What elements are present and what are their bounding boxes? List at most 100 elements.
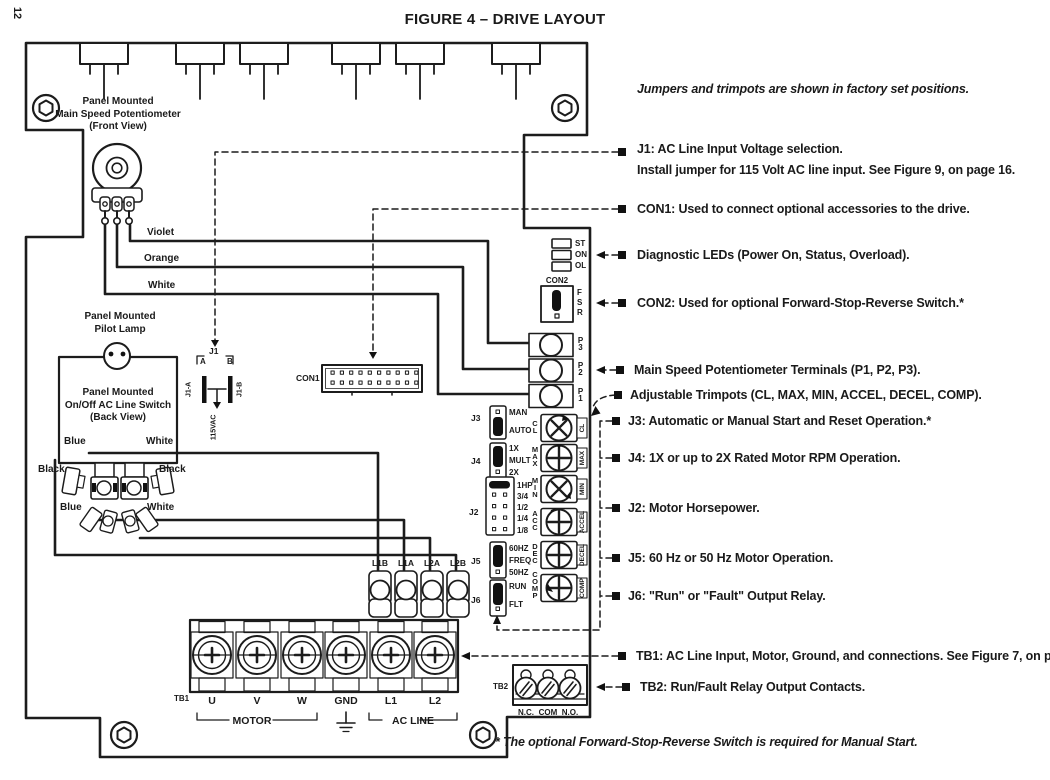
- tb1-l2-label: L2: [428, 695, 442, 707]
- j4-opt-2x: 2X: [509, 468, 519, 477]
- callout-lines: [214, 151, 623, 688]
- tb1-label: TB1: [174, 694, 190, 703]
- tb2-label: TB2: [493, 682, 509, 691]
- tb2-nc-label: N.C.: [518, 708, 534, 717]
- pot-wires: [103, 223, 550, 396]
- j6-jumper: [489, 579, 507, 617]
- switch-label: Panel Mounted On/Off AC Line Switch (Bac…: [64, 387, 172, 423]
- quick-connect-terminals: [368, 570, 470, 618]
- j3-opt-man: MAN: [509, 408, 528, 417]
- j5-opt-freq: FREQ: [509, 556, 532, 565]
- j5-label: J5: [471, 556, 481, 566]
- j5-jumper: [489, 541, 507, 579]
- j4-opt-1x: 1X: [509, 444, 519, 453]
- terminal-l1a-label: L1A: [397, 558, 415, 568]
- j1-bar-b-label: J1-B: [236, 381, 244, 397]
- potentiometer-symbol: [91, 142, 143, 226]
- j3-opt-auto: AUTO: [509, 426, 532, 435]
- trimpot-min-stack: MIN: [530, 476, 540, 497]
- footnote: * The optional Forward-Stop-Reverse Swit…: [495, 735, 918, 749]
- terminal-l2b-label: L2B: [449, 558, 467, 568]
- annotation-con1: CON1: Used to connect optional accessori…: [637, 202, 970, 216]
- annotation-j6: J6: "Run" or "Fault" Output Relay.: [628, 589, 826, 603]
- trimpot-comp-side: COMP: [578, 578, 586, 598]
- annotation-con2: CON2: Used for optional Forward-Stop-Rev…: [637, 296, 964, 310]
- tb2-no-label: N.O.: [561, 708, 579, 717]
- switch-blue-top: Blue: [64, 436, 86, 447]
- annotation-tb2: TB2: Run/Fault Relay Output Contacts.: [640, 680, 866, 694]
- pilot-lamp-label: Panel Mounted Pilot Lamp: [84, 311, 156, 335]
- annotation-j1-line2: Install jumper for 115 Volt AC line inpu…: [637, 163, 1016, 177]
- terminal-l1b-label: L1B: [371, 558, 389, 568]
- j6-opt-flt: FLT: [509, 600, 524, 609]
- p2-label: P2: [576, 361, 585, 375]
- tb1-w-label: W: [297, 695, 307, 707]
- con2-pin-f: F: [577, 288, 582, 297]
- con1-label: CON1: [296, 373, 320, 383]
- j4-jumper: [489, 442, 507, 479]
- switch-black-left: Black: [38, 464, 65, 475]
- switch-blue-bottom: Blue: [60, 502, 82, 513]
- switch-assembly-symbol: [57, 342, 179, 534]
- tb2-block: [512, 664, 588, 706]
- trimpot-max-stack: MAX: [530, 445, 540, 466]
- tb1-v-label: V: [253, 695, 261, 707]
- j1-voltage-label: 115VAC: [210, 414, 218, 441]
- j4-label: J4: [471, 456, 481, 466]
- top-tabs: [79, 42, 541, 100]
- j2-label: J2: [469, 507, 479, 517]
- pot-label: Panel Mounted Main Speed Potentiometer (…: [55, 96, 181, 132]
- tb1-motor-group-label: MOTOR: [232, 715, 272, 727]
- j3-label: J3: [471, 413, 481, 423]
- annotation-j5: J5: 60 Hz or 50 Hz Motor Operation.: [628, 551, 834, 565]
- j2-jumper: [485, 476, 515, 536]
- con2-label: CON2: [545, 276, 569, 285]
- p3-label: P3: [576, 336, 585, 350]
- tb1-acline-group-label: AC LINE: [392, 715, 434, 727]
- annotation-pot-terminals: Main Speed Potentiometer Terminals (P1, …: [634, 363, 921, 377]
- annotation-j1-line1: J1: AC Line Input Voltage selection.: [637, 142, 843, 156]
- led-ol-label: OL: [575, 261, 587, 270]
- jumper-blocks: [485, 405, 515, 617]
- switch-white-top: White: [146, 436, 174, 447]
- tb1-l1-label: L1: [384, 695, 398, 707]
- j2-opt-14: 1/4: [517, 514, 529, 523]
- switch-white-bottom: White: [147, 502, 175, 513]
- j2-opt-12: 1/2: [517, 503, 529, 512]
- wire-label-white: White: [148, 280, 176, 291]
- j1-label: J1: [209, 346, 219, 356]
- j1-pin-b: B: [227, 357, 233, 366]
- j1-pin-a: A: [200, 357, 206, 366]
- pot-terminal-posts: [528, 332, 574, 409]
- j5-opt-60hz: 60HZ: [509, 544, 529, 553]
- con2-pin-s: S: [577, 298, 583, 307]
- switch-black-right: Black: [159, 464, 186, 475]
- ground-icon: [336, 711, 356, 733]
- wire-label-orange: Orange: [144, 253, 180, 264]
- p1-label: P1: [576, 387, 585, 401]
- annotation-j3: J3: Automatic or Manual Start and Reset …: [628, 414, 932, 428]
- j3-jumper: [489, 405, 507, 440]
- j1-symbol: [196, 355, 234, 409]
- callout-markers: [211, 148, 630, 691]
- tb2-com-label: COM: [538, 708, 558, 717]
- mounting-holes: [31, 93, 580, 750]
- figure-title: FIGURE 4 – DRIVE LAYOUT: [404, 11, 606, 28]
- annotation-trimpots: Adjustable Trimpots (CL, MAX, MIN, ACCEL…: [630, 388, 982, 402]
- j2-opt-18: 1/8: [517, 526, 529, 535]
- tb1-gnd-label: GND: [334, 695, 358, 707]
- j1-bar-a-label: J1-A: [185, 381, 193, 397]
- j2-opt-34: 3/4: [517, 492, 529, 501]
- j5-opt-50hz: 50HZ: [509, 568, 529, 577]
- led-on-label: ON: [575, 250, 587, 259]
- trimpot-cl-stack: CL: [530, 419, 540, 433]
- j6-label: J6: [471, 595, 481, 605]
- trimpot-decel-side: DECEL: [578, 544, 586, 567]
- annotation-tb1: TB1: AC Line Input, Motor, Ground, and c…: [636, 649, 1050, 663]
- diagnostic-leds: [551, 238, 572, 272]
- trimpot-min-side: MIN: [578, 483, 586, 496]
- terminal-l2a-label: L2A: [423, 558, 441, 568]
- factory-note: Jumpers and trimpots are shown in factor…: [637, 82, 969, 96]
